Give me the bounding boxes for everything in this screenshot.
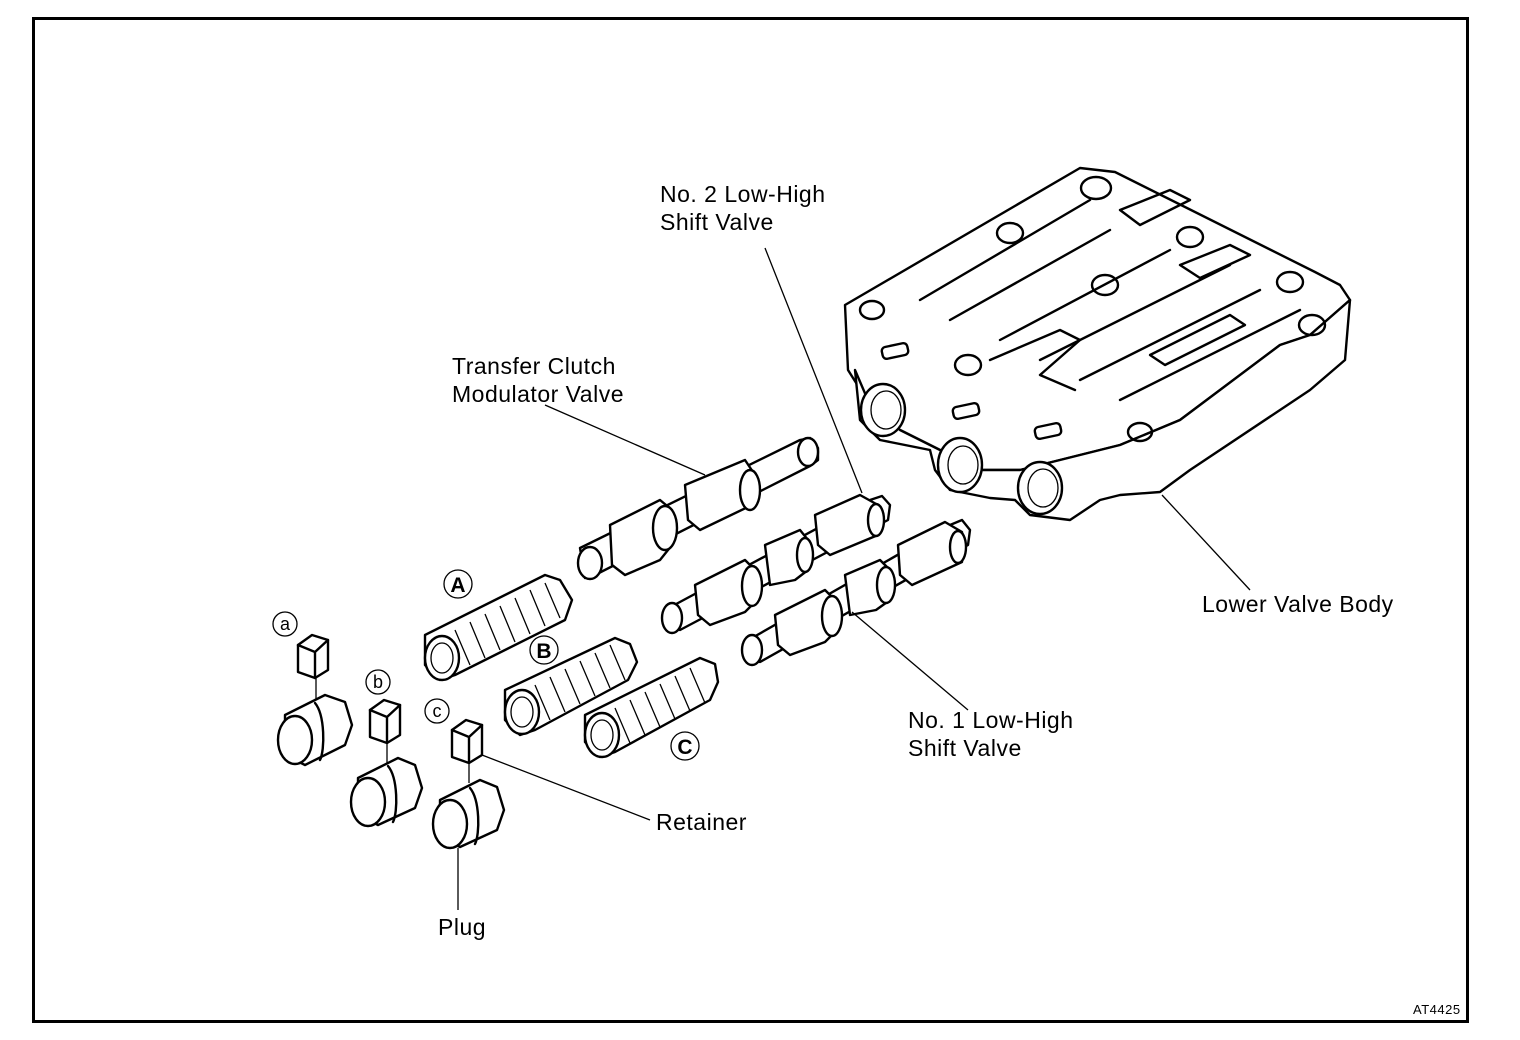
spring-b [503,636,639,737]
lower-valve-body [843,166,1352,522]
svg-text:b: b [373,672,383,692]
label-no2-shift-valve: No. 2 Low-High Shift Valve [660,181,826,235]
spring-b-marker: B [529,635,559,665]
transfer-clutch-modulator-valve [576,436,820,581]
label-retainer: Retainer [656,809,747,835]
retainer-a-marker: a [272,611,298,637]
retainer-b [368,698,402,745]
svg-text:C: C [677,736,692,759]
no1-low-high-shift-valve [740,518,972,667]
svg-text:A: A [450,574,465,597]
svg-text:B: B [536,640,551,663]
plug-c [431,778,506,850]
plug-b [349,756,424,828]
leader-lines [315,247,1251,910]
svg-text:a: a [280,614,291,634]
spring-a [423,573,574,682]
label-lower-valve-body: Lower Valve Body [1202,591,1394,617]
spring-c-marker: C [670,731,700,761]
retainer-c-marker: c [424,698,450,724]
spring-a-marker: A [443,569,473,599]
retainer-c [450,718,484,765]
plug-a [276,693,354,767]
label-no1-shift-valve: No. 1 Low-High Shift Valve [908,707,1074,761]
label-transfer-clutch-modulator-valve: Transfer Clutch Modulator Valve [452,353,624,407]
figure-frame [32,17,1469,1023]
retainer-a [296,633,330,680]
label-plug: Plug [438,914,487,940]
spring-c [583,656,720,759]
retainer-b-marker: b [365,669,391,695]
svg-text:c: c [433,701,442,721]
figure-code: AT4425 [1413,1002,1461,1017]
no2-low-high-shift-valve [660,493,892,635]
